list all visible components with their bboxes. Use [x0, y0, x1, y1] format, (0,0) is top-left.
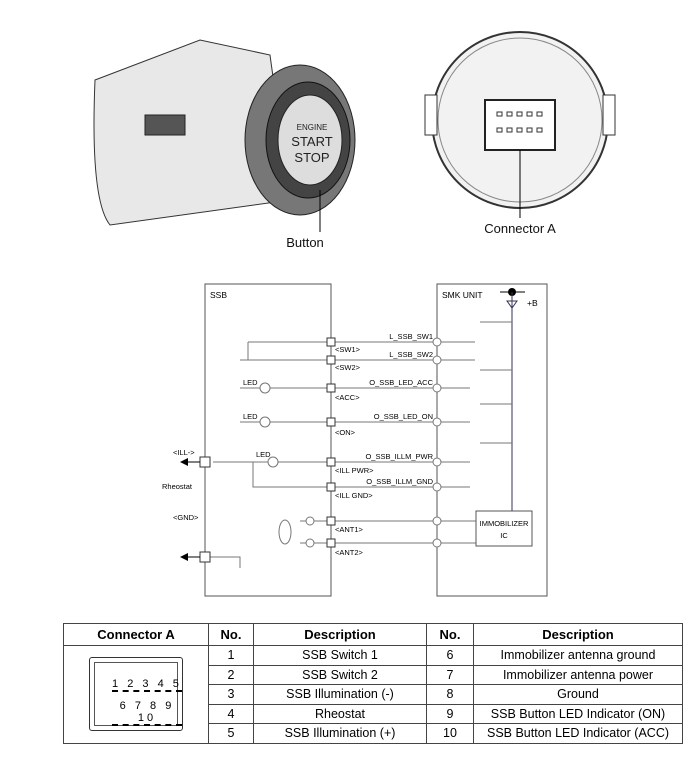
svg-text:<ACC>: <ACC> — [335, 393, 360, 402]
header-no: No. — [426, 623, 474, 646]
header-description: Description — [473, 623, 683, 646]
start-stop-button — [277, 94, 343, 186]
pin-no: 7 — [426, 664, 474, 685]
svg-text:<GND>: <GND> — [173, 513, 199, 522]
pin-description: SSB Button LED Indicator (ON) — [473, 703, 683, 724]
svg-text:L_SSB_SW2: L_SSB_SW2 — [389, 350, 433, 359]
svg-text:O_SSB_ILLM_GND: O_SSB_ILLM_GND — [366, 477, 433, 486]
ssb-box — [204, 283, 332, 597]
pin-no: 3 — [208, 684, 254, 705]
pin-description: SSB Illumination (-) — [253, 684, 427, 705]
pin-no: 6 — [426, 645, 474, 666]
svg-text:O_SSB_ILLM_PWR: O_SSB_ILLM_PWR — [365, 452, 433, 461]
pin-description: Ground — [473, 684, 683, 705]
pin-description: SSB Switch 2 — [253, 664, 427, 685]
connector-a-diagram: 1 2 3 4 5 6 7 8 9 10 — [63, 645, 209, 744]
svg-text:O_SSB_LED_ACC: O_SSB_LED_ACC — [369, 378, 433, 387]
connector-a-label: Connector A — [484, 221, 556, 236]
svg-text:<SW2>: <SW2> — [335, 363, 361, 372]
svg-text:+B: +B — [527, 298, 538, 308]
svg-text:IMMOBILIZER: IMMOBILIZER — [480, 519, 529, 528]
pin-description: Immobilizer antenna power — [473, 664, 683, 685]
pin-no: 10 — [426, 723, 474, 744]
connector-a-socket — [484, 99, 556, 151]
header-description: Description — [253, 623, 427, 646]
svg-text:<ANT1>: <ANT1> — [335, 525, 364, 534]
pin-no: 8 — [426, 684, 474, 705]
svg-text:SSB: SSB — [210, 290, 227, 300]
svg-text:<ILL GND>: <ILL GND> — [335, 491, 373, 500]
svg-text:<ILL->: <ILL-> — [173, 448, 195, 457]
svg-text:<ILL PWR>: <ILL PWR> — [335, 466, 374, 475]
circuit-diagram: SSB SMK UNIT +B IMMOBILIZER IC <SW1> <SW2… — [162, 283, 548, 597]
pin-no: 1 — [208, 645, 254, 666]
header-connector: Connector A — [63, 623, 209, 646]
svg-text:LED: LED — [243, 412, 258, 421]
svg-text:Rheostat: Rheostat — [162, 482, 193, 491]
pin-description: Immobilizer antenna ground — [473, 645, 683, 666]
side-clip — [144, 114, 186, 136]
svg-text:ENGINE: ENGINE — [297, 123, 328, 132]
pin-description: SSB Switch 1 — [253, 645, 427, 666]
connector-pin-table: Connector A No. Description No. Descript… — [63, 623, 683, 744]
svg-text:<ON>: <ON> — [335, 428, 356, 437]
pin-description: SSB Illumination (+) — [253, 723, 427, 744]
svg-text:IC: IC — [500, 531, 508, 540]
svg-text:START: START — [291, 134, 332, 149]
svg-text:LED: LED — [243, 378, 258, 387]
svg-text:LED: LED — [256, 450, 271, 459]
pin-no: 4 — [208, 703, 254, 724]
smk-unit-box — [436, 283, 548, 597]
svg-text:<ANT2>: <ANT2> — [335, 548, 364, 557]
svg-text:SMK UNIT: SMK UNIT — [442, 290, 483, 300]
pin-no: 5 — [208, 723, 254, 744]
header-no: No. — [208, 623, 254, 646]
svg-text:<SW1>: <SW1> — [335, 345, 361, 354]
svg-text:O_SSB_LED_ON: O_SSB_LED_ON — [374, 412, 433, 421]
pin-no: 2 — [208, 664, 254, 685]
svg-text:L_SSB_SW1: L_SSB_SW1 — [389, 332, 433, 341]
start-stop-switch-illustration: ENGINE START STOP — [93, 31, 616, 232]
svg-text:STOP: STOP — [294, 150, 329, 165]
pin-no: 9 — [426, 703, 474, 724]
pin-description: Rheostat — [253, 703, 427, 724]
pin-description: SSB Button LED Indicator (ACC) — [473, 723, 683, 744]
button-label: Button — [286, 235, 324, 250]
immobilizer-ic — [475, 510, 533, 547]
